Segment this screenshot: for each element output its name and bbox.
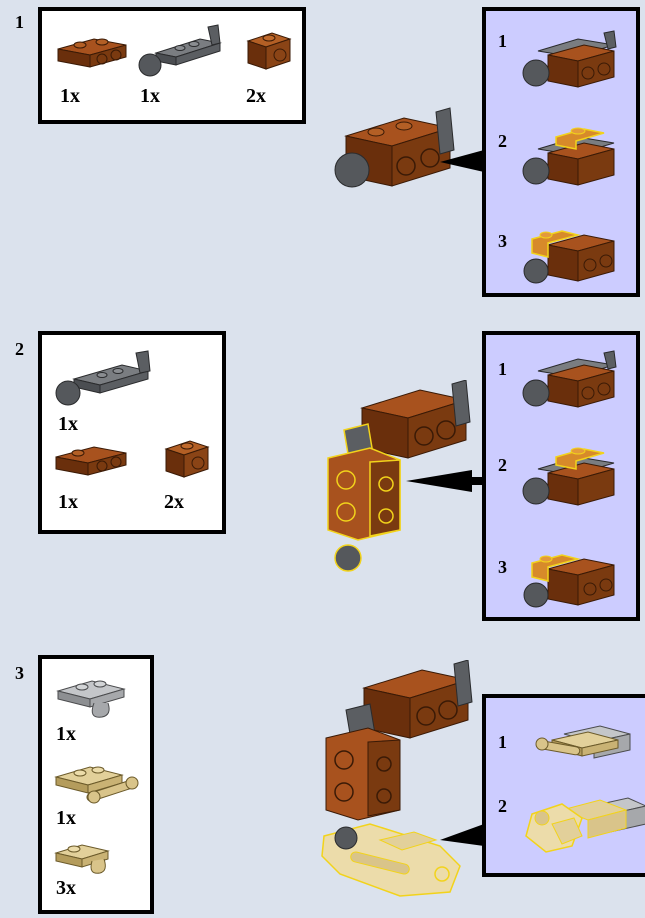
part-quantity: 1x: [56, 723, 76, 745]
brown-bracket-icon: [164, 440, 210, 478]
gray-ball-joint-plate-icon: [138, 24, 222, 77]
callout-arrow: [440, 150, 484, 172]
substep-callout: 1 2: [482, 694, 645, 877]
parts-list: 1x 1x 3x: [38, 655, 154, 914]
part-quantity: 1x: [140, 85, 160, 107]
substep-callout: 1 2 3: [482, 331, 640, 621]
assembly-model: [334, 107, 455, 188]
step-number: 3: [15, 663, 24, 683]
light-gray-clip-plate-icon: [56, 680, 126, 718]
substep-number: 2: [498, 796, 507, 816]
part-quantity: 2x: [246, 85, 266, 107]
part-quantity: 1x: [58, 491, 78, 513]
substep-callout: 1 2 3: [482, 7, 640, 297]
substep-model: [523, 554, 615, 608]
brown-plate-bracket-icon: [55, 446, 127, 476]
substep-number: 2: [498, 455, 507, 475]
part-quantity: 3x: [56, 877, 76, 899]
step-number: 1: [15, 12, 24, 32]
substep-model: [522, 350, 617, 408]
callout-arrow: [406, 470, 486, 492]
substep-model: [522, 447, 615, 506]
part-quantity: 1x: [60, 85, 80, 107]
assembly-model: [321, 660, 473, 897]
substep-model: [523, 230, 615, 284]
gray-ball-joint-plate-icon: [55, 350, 151, 406]
part-quantity: 1x: [58, 413, 78, 435]
parts-list: 1x 1x 2x: [38, 7, 306, 124]
parts-list: 1x 1x 2x: [38, 331, 226, 534]
part-quantity: 2x: [164, 491, 184, 513]
substep-number: 3: [498, 557, 507, 577]
part-quantity: 1x: [56, 807, 76, 829]
substep-model: [522, 30, 617, 88]
substep-number: 1: [498, 359, 507, 379]
substep-number: 1: [498, 732, 507, 752]
step-number: 2: [15, 339, 24, 359]
tan-bar-plate-icon: [54, 766, 139, 804]
brown-plate-bracket-icon: [57, 38, 127, 68]
brown-bracket-icon: [246, 32, 292, 70]
substep-number: 3: [498, 231, 507, 251]
tan-clip-plate-icon: [54, 844, 110, 874]
substep-model: [535, 725, 631, 759]
substep-number: 2: [498, 131, 507, 151]
callout-arrow: [440, 824, 484, 846]
substep-number: 1: [498, 31, 507, 51]
assembly-model: [327, 380, 471, 572]
substep-model: [525, 797, 645, 853]
substep-model: [522, 127, 615, 186]
